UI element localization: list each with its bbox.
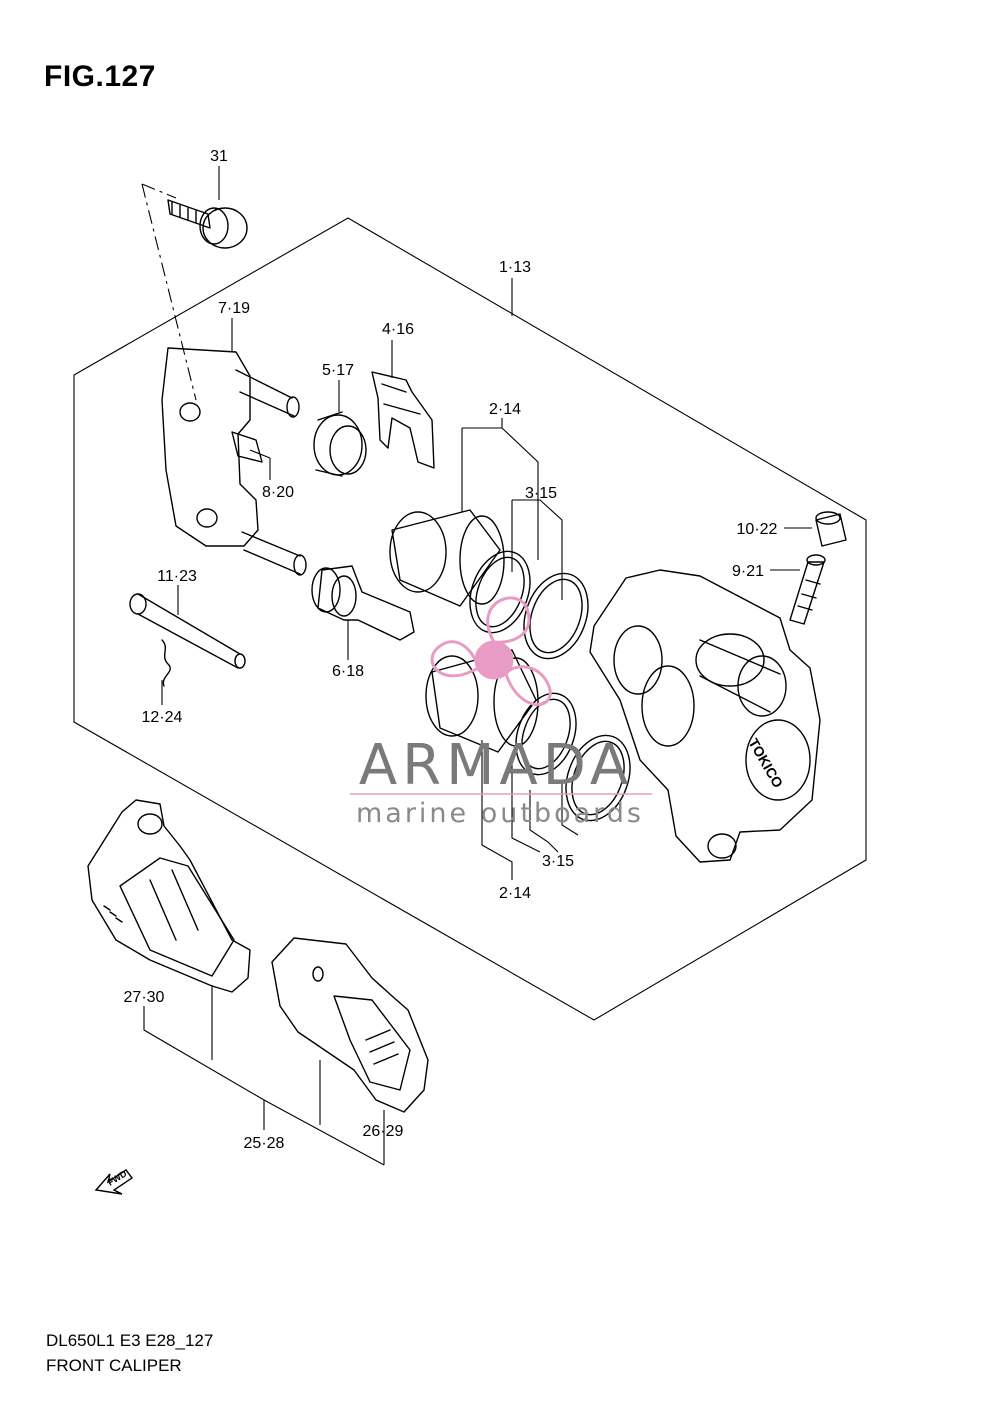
callout-27-30: 27·30: [124, 989, 165, 1006]
piston-seal-3-15-lower-a: [515, 692, 577, 776]
watermark-tagline: marine outboards: [356, 798, 644, 829]
callout-7-19: 7·19: [218, 300, 250, 317]
callout-11-23: 11·23: [157, 568, 197, 585]
watermark-brand: ARMADA: [359, 733, 633, 798]
callout-26-29: 26·29: [363, 1123, 404, 1140]
bleeder-cap-10-22: [815, 511, 847, 547]
callout-4-16: 4·16: [382, 321, 414, 338]
caliper-bracket-7-19: [161, 347, 307, 576]
fwd-arrow-icon: FWD: [94, 1168, 134, 1195]
leader-lines: [141, 166, 812, 1166]
piston-seal-3-15-lower-b: [565, 734, 631, 822]
callout-10-22: 10·22: [737, 521, 778, 538]
brake-pad-26-29: [271, 937, 429, 1113]
pad-pin-11-23: [129, 593, 246, 669]
piston-2-14-upper: [389, 509, 505, 607]
piston-seal-3-15-upper-b: [523, 572, 589, 660]
callout-1-13: 1·13: [499, 259, 531, 276]
callout-3-15-bottom: 3·15: [542, 853, 574, 870]
callout-12-24: 12·24: [142, 709, 183, 726]
callout-8-20: 8·20: [262, 484, 294, 501]
assembly-outline: [73, 217, 867, 1021]
slide-pin-6-18: [311, 565, 415, 641]
bolt-31: [167, 199, 248, 249]
callout-labels: 31 1·13 7·19 4·16 5·17 2·14 3·15 8·20 10…: [124, 148, 778, 1152]
callout-6-18: 6·18: [332, 663, 364, 680]
callout-31: 31: [210, 148, 228, 165]
watermark-propeller-icon: [430, 596, 552, 706]
model-code: DL650L1 E3 E28_127: [46, 1331, 214, 1350]
callout-9-21: 9·21: [732, 563, 764, 580]
boot-5-17: [313, 411, 367, 477]
pad-pin-clip-12-24: [161, 639, 171, 687]
bleeder-valve-9-21: [789, 554, 826, 625]
figure-title: FIG.127: [44, 60, 156, 93]
callout-2-14-bottom: 2·14: [499, 885, 531, 902]
pad-spring-4-16: [371, 371, 435, 469]
brake-pad-27-30: [87, 799, 251, 993]
callout-25-28: 25·28: [244, 1135, 285, 1152]
figure-name: FRONT CALIPER: [46, 1356, 182, 1375]
callout-2-14-top: 2·14: [489, 401, 521, 418]
callout-5-17: 5·17: [322, 362, 354, 379]
callout-3-15-top: 3·15: [525, 485, 557, 502]
